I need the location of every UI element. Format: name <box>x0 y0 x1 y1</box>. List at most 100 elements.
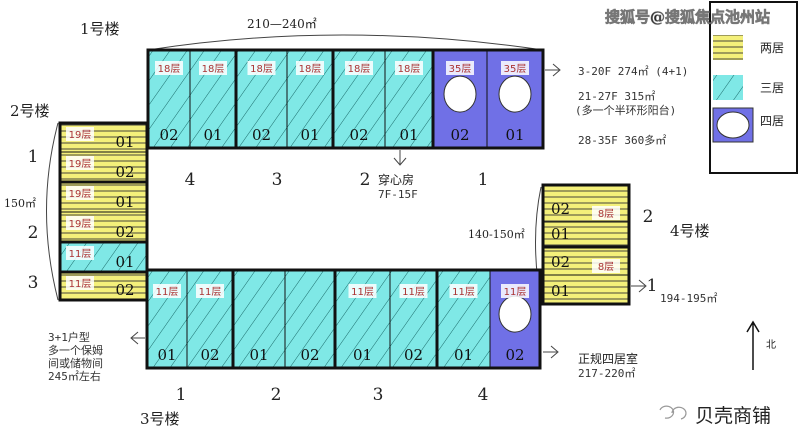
floor-label-bg <box>66 246 94 260</box>
area-bracket <box>147 34 544 51</box>
legend-swatch-three-bedroom <box>713 75 743 100</box>
legend-swatch-two-bedroom <box>713 35 743 60</box>
arrow-right-icon <box>543 345 559 359</box>
unit-size-note: 间或储物间 <box>48 356 103 370</box>
unit-group-number: 1 <box>176 385 187 405</box>
floor-label-bg <box>449 284 478 298</box>
unit-size-note: 21-27F 315㎡ <box>578 90 655 103</box>
unit-number: 01 <box>115 133 134 151</box>
floor-label-bg <box>66 216 94 230</box>
floor-label-bg <box>296 61 324 75</box>
floor-label-bg <box>501 61 529 75</box>
unit-number: 02 <box>450 126 469 144</box>
floor-count-label: 18层 <box>299 63 322 75</box>
floor-label-bg <box>66 127 94 141</box>
floor-label-bg <box>592 206 620 220</box>
unit-number: 01 <box>399 126 418 144</box>
floor-count-label: 19层 <box>69 218 92 230</box>
arrow-right-icon <box>631 279 647 293</box>
watermark-text: 搜狐号@搜狐焦点池州站 <box>605 8 770 26</box>
arrow-right-icon <box>545 63 561 77</box>
unit-number: 01 <box>203 126 222 144</box>
unit-number: 01 <box>249 346 268 364</box>
unit-group-number: 3 <box>373 385 384 405</box>
unit-size-note: 217-220㎡ <box>578 367 635 380</box>
floor-count-label: 35层 <box>504 63 527 75</box>
floor-count-label: 11层 <box>69 248 92 260</box>
unit-number: 02 <box>159 126 178 144</box>
unit-group-number: 2 <box>271 385 282 405</box>
unit-number: 02 <box>300 346 319 364</box>
unit-number: 02 <box>115 281 134 299</box>
unit-number: 02 <box>115 163 134 181</box>
building-4-label: 4号楼 <box>670 222 710 240</box>
floor-count-label: 18层 <box>348 63 371 75</box>
arrow-left-icon <box>130 331 145 345</box>
floor-count-label: 11层 <box>504 286 527 298</box>
building-1-label: 1号楼 <box>80 20 120 38</box>
legend-label: 四居 <box>760 114 784 128</box>
unit-group-number: 2 <box>643 207 654 227</box>
building-2-label: 2号楼 <box>10 102 50 120</box>
building-1-outline <box>146 48 545 150</box>
unit-group-number: 3 <box>272 170 283 190</box>
building-3-outline <box>145 268 542 370</box>
unit-number: 02 <box>349 126 368 144</box>
circle-icon <box>443 75 477 113</box>
floor-label-bg <box>66 186 94 200</box>
floor-count-label: 11层 <box>69 278 92 290</box>
area-label: 140-150㎡ <box>468 228 525 241</box>
floor-count-label: 11层 <box>351 286 374 298</box>
unit-group-number: 2 <box>360 170 371 190</box>
unit-number: 02 <box>505 346 524 364</box>
floor-label-bg <box>345 61 373 75</box>
legend-label: 两居 <box>760 41 784 55</box>
through-room-label: 穿心房 <box>378 172 414 187</box>
unit-size-note: 3+1户型 <box>48 330 90 344</box>
unit-size-note: 3-20F 274㎡ (4+1) <box>578 65 688 78</box>
unit-number: 02 <box>404 346 423 364</box>
floor-count-label: 11层 <box>452 286 475 298</box>
north-label: 北 <box>766 339 776 351</box>
floor-label-bg <box>196 284 224 298</box>
area-label: 150㎡ <box>4 197 36 210</box>
building-2-outline <box>58 121 149 302</box>
floor-count-label: 19层 <box>69 188 92 200</box>
unit-number: 02 <box>252 126 271 144</box>
floor-count-label: 8层 <box>598 208 614 220</box>
circle-icon <box>498 75 532 113</box>
floor-count-label: 19层 <box>69 129 92 141</box>
unit-number: 02 <box>551 253 570 271</box>
unit-group-number: 1 <box>647 276 658 296</box>
north-arrow-icon <box>746 320 760 370</box>
unit-size-note: 194-195㎡ <box>660 292 717 305</box>
unit-number: 01 <box>551 225 570 243</box>
floor-label-bg <box>348 284 377 298</box>
unit-number: 01 <box>115 193 134 211</box>
building-4-outline <box>541 183 631 306</box>
floor-label-bg <box>501 284 529 298</box>
unit-number: 02 <box>551 200 570 218</box>
floor-count-label: 11层 <box>402 286 425 298</box>
unit-number: 01 <box>505 126 524 144</box>
floor-count-label: 18层 <box>398 63 421 75</box>
unit-number: 01 <box>157 346 176 364</box>
unit-group-number: 4 <box>185 170 196 190</box>
floor-label-bg <box>395 61 423 75</box>
floor-label-bg <box>199 61 227 75</box>
floor-label-bg <box>155 61 183 75</box>
unit-number: 01 <box>551 282 570 300</box>
circle-icon <box>498 295 532 333</box>
floor-count-label: 11层 <box>156 286 179 298</box>
unit-size-note: 正规四居室 <box>578 351 638 366</box>
unit-group-number: 1 <box>28 147 39 167</box>
floor-label-bg <box>446 61 474 75</box>
floor-count-label: 19层 <box>69 158 92 170</box>
legend-label: 三居 <box>760 81 784 95</box>
floor-label-bg <box>66 276 94 290</box>
unit-number: 01 <box>300 126 319 144</box>
unit-number: 02 <box>115 223 134 241</box>
unit-number: 01 <box>115 253 134 271</box>
unit-group-number: 2 <box>28 223 39 243</box>
